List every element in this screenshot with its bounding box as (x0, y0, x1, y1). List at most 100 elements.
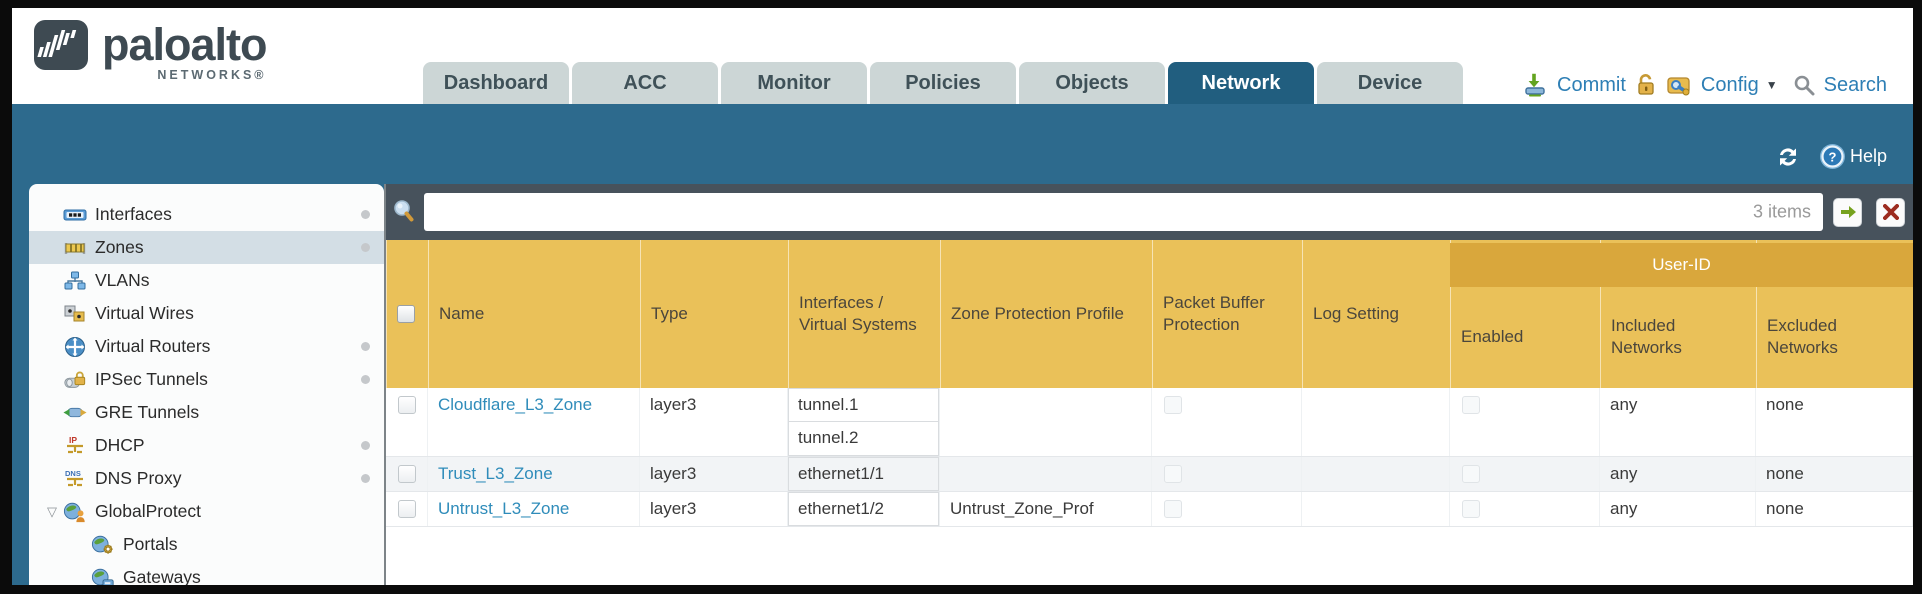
tab-monitor[interactable]: Monitor (721, 62, 867, 104)
svg-text:IP: IP (69, 435, 77, 445)
commit-button[interactable]: Commit (1557, 73, 1626, 96)
column-header-included-networks[interactable]: Included Networks (1600, 240, 1756, 388)
paloalto-logo-icon (34, 20, 88, 70)
items-count: 3 items (1752, 201, 1811, 222)
filter-bar: 3 items (386, 184, 1913, 240)
packet-buffer-protection-checkbox[interactable] (1164, 500, 1182, 518)
column-header-type[interactable]: Type (640, 240, 788, 388)
zone-name-link[interactable]: Untrust_L3_Zone (438, 499, 570, 518)
column-header-excluded-networks[interactable]: Excluded Networks (1756, 240, 1913, 388)
user-id-enabled-checkbox[interactable] (1462, 396, 1480, 414)
zone-type-cell: layer3 (640, 492, 788, 526)
column-header-enabled[interactable]: Enabled (1450, 240, 1600, 388)
table-empty-space (386, 527, 1913, 585)
excluded-networks-cell: none (1756, 388, 1913, 456)
sidebar-item-label: VLANs (95, 270, 150, 290)
zone-name-link[interactable]: Cloudflare_L3_Zone (438, 395, 593, 414)
sidebar-item-gateways[interactable]: Gateways (29, 561, 384, 585)
packet-buffer-protection-checkbox[interactable] (1164, 396, 1182, 414)
paloalto-logo-text: paloalto NETWORKS® (102, 20, 268, 83)
status-dot (361, 441, 370, 450)
interface-value: tunnel.1 (788, 388, 939, 422)
virtual-routers-icon (63, 336, 87, 358)
log-setting-cell (1302, 388, 1450, 456)
help-button[interactable]: ? Help (1819, 143, 1887, 170)
user-id-enabled-cell (1450, 457, 1600, 491)
globalprotect-icon (63, 501, 87, 523)
sidebar-item-dhcp[interactable]: IP DHCP (29, 429, 384, 462)
zone-protection-profile-cell (940, 388, 1152, 456)
included-networks-cell: any (1600, 492, 1756, 526)
sidebar-item-gre-tunnels[interactable]: GRE Tunnels (29, 396, 384, 429)
sidebar-item-vlans[interactable]: VLANs (29, 264, 384, 297)
sidebar-item-portals[interactable]: Portals (29, 528, 384, 561)
sidebar-item-label: Virtual Wires (95, 303, 194, 323)
gre-tunnels-icon (63, 402, 87, 424)
main-panel: 3 items User-ID Name Type Interfaces / V… (384, 184, 1913, 585)
sidebar-item-interfaces[interactable]: Interfaces (29, 198, 384, 231)
status-dot (361, 342, 370, 351)
included-networks-cell: any (1600, 388, 1756, 456)
tab-network[interactable]: Network (1168, 62, 1314, 104)
interface-value: tunnel.2 (788, 422, 939, 456)
row-checkbox[interactable] (397, 396, 416, 414)
zone-name-link[interactable]: Trust_L3_Zone (438, 464, 553, 483)
sidebar-item-zones[interactable]: Zones (29, 231, 384, 264)
row-select-cell (386, 457, 428, 491)
interface-value: ethernet1/2 (788, 492, 939, 526)
sidebar-item-virtual-routers[interactable]: Virtual Routers (29, 330, 384, 363)
status-dot (361, 210, 370, 219)
select-all-checkbox[interactable] (397, 305, 415, 323)
gateways-icon (91, 567, 115, 585)
zone-name-cell: Cloudflare_L3_Zone (428, 388, 640, 456)
lock-icon[interactable] (1635, 73, 1657, 97)
sidebar-item-globalprotect[interactable]: ▽GlobalProtect (29, 495, 384, 528)
brand-subtitle: NETWORKS® (157, 68, 267, 82)
packet-buffer-protection-cell (1152, 388, 1302, 456)
column-header-log-setting[interactable]: Log Setting (1302, 240, 1450, 388)
user-id-enabled-checkbox[interactable] (1462, 465, 1480, 483)
apply-filter-button[interactable] (1833, 197, 1862, 227)
column-header-zone-protection-profile[interactable]: Zone Protection Profile (940, 240, 1152, 388)
sidebar-item-virtual-wires[interactable]: Virtual Wires (29, 297, 384, 330)
search-button[interactable]: Search (1823, 73, 1887, 96)
sidebar-item-label: IPSec Tunnels (95, 369, 208, 389)
zone-type-cell: layer3 (640, 388, 788, 456)
expand-triangle-icon[interactable]: ▽ (47, 504, 57, 519)
clear-filter-button[interactable] (1876, 197, 1905, 227)
filter-input[interactable] (424, 193, 1823, 231)
zone-name-cell: Trust_L3_Zone (428, 457, 640, 491)
packet-buffer-protection-cell (1152, 457, 1302, 491)
sidebar-item-ipsec-tunnels[interactable]: IPSec Tunnels (29, 363, 384, 396)
zones-icon (63, 237, 87, 259)
tab-policies[interactable]: Policies (870, 62, 1016, 104)
column-header-packet-buffer-protection[interactable]: Packet Buffer Protection (1152, 240, 1302, 388)
status-dot (361, 375, 370, 384)
sidebar-item-label: DHCP (95, 435, 145, 455)
tab-device[interactable]: Device (1317, 62, 1463, 104)
packet-buffer-protection-checkbox[interactable] (1164, 465, 1182, 483)
column-header-name[interactable]: Name (428, 240, 640, 388)
config-button[interactable]: Config (1700, 73, 1759, 96)
excluded-networks-cell: none (1756, 492, 1913, 526)
zone-protection-profile-cell (940, 457, 1152, 491)
vlans-icon (63, 270, 87, 292)
refresh-icon[interactable] (1775, 145, 1801, 169)
tab-objects[interactable]: Objects (1019, 62, 1165, 104)
tab-acc[interactable]: ACC (572, 62, 718, 104)
zone-name-cell: Untrust_L3_Zone (428, 492, 640, 526)
tab-dashboard[interactable]: Dashboard (423, 62, 569, 104)
search-icon (1793, 74, 1815, 96)
column-header-interfaces[interactable]: Interfaces / Virtual Systems (788, 240, 940, 388)
row-checkbox[interactable] (397, 465, 416, 483)
user-id-enabled-checkbox[interactable] (1462, 500, 1480, 518)
row-checkbox[interactable] (397, 500, 416, 518)
dns-proxy-icon: DNS (63, 468, 87, 490)
config-caret-icon[interactable]: ▼ (1765, 78, 1778, 92)
